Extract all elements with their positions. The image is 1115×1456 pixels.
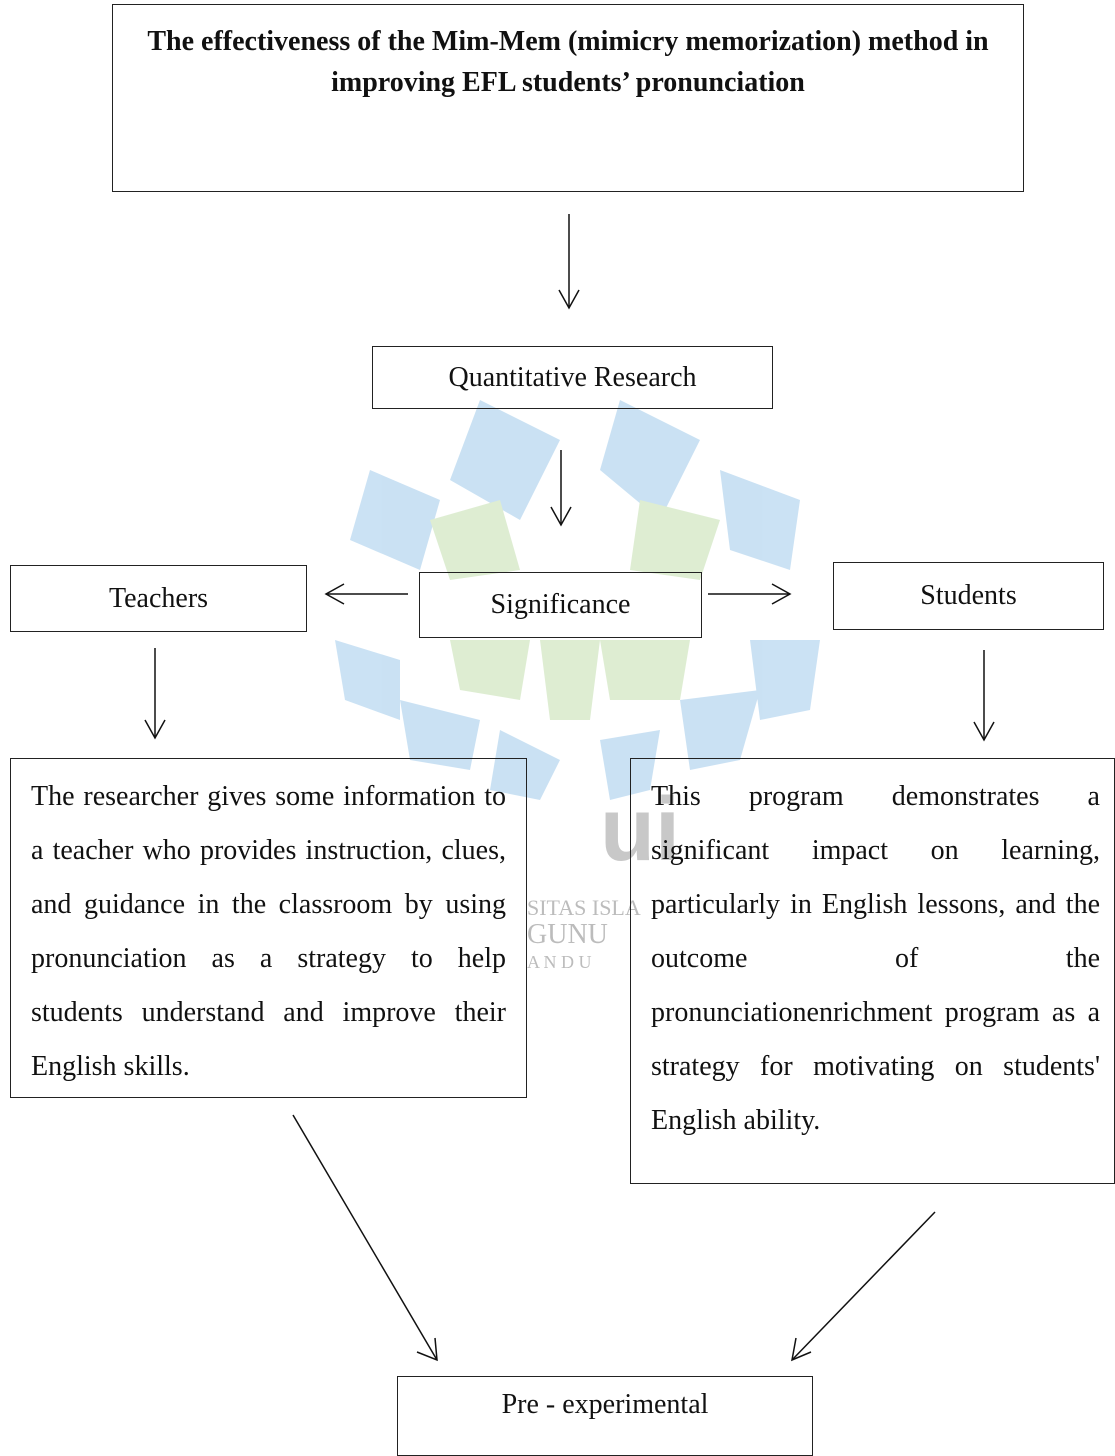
- quantitative-research-label: Quantitative Research: [448, 361, 697, 393]
- pre-experimental-node: Pre - experimental: [397, 1376, 813, 1456]
- students-label: Students: [920, 580, 1017, 611]
- teachers-node: Teachers: [10, 565, 307, 632]
- significance-label: Significance: [490, 589, 631, 620]
- students-detail-text: This program demonstrates a significant …: [651, 781, 1100, 1136]
- title-box: The effectiveness of the Mim-Mem (mimicr…: [112, 4, 1024, 192]
- students-detail-node: This program demonstrates a significant …: [630, 758, 1115, 1184]
- quantitative-research-node: Quantitative Research: [372, 346, 773, 409]
- teachers-detail-text: The researcher gives some information to…: [31, 781, 506, 1082]
- pre-experimental-label: Pre - experimental: [501, 1389, 709, 1420]
- teachers-detail-node: The researcher gives some information to…: [10, 758, 527, 1098]
- significance-node: Significance: [419, 572, 702, 638]
- students-node: Students: [833, 562, 1104, 630]
- watermark-text-2: GUNU: [527, 919, 608, 950]
- svg-text:ui: ui: [600, 780, 680, 880]
- watermark-text-1: SITAS ISLA: [527, 895, 641, 920]
- diagram-title: The effectiveness of the Mim-Mem (mimicr…: [147, 26, 989, 98]
- teachers-label: Teachers: [108, 582, 209, 614]
- watermark-text-3: A N D U: [527, 952, 592, 972]
